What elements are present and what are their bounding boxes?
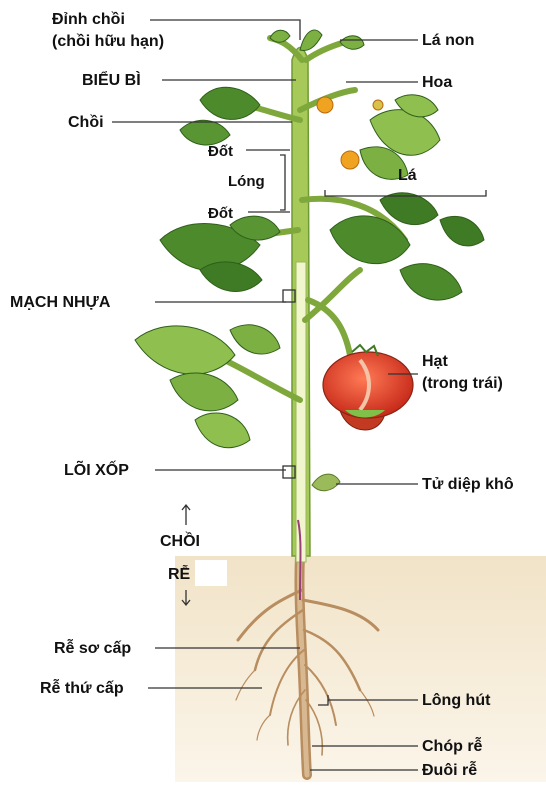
label-internode: Lóng: [228, 172, 265, 191]
label-pith: LÕI XỐP: [64, 461, 129, 480]
label-seed: Hạt: [422, 352, 448, 371]
label-root-cap: Chóp rễ: [422, 737, 482, 756]
label-leaf: Lá: [398, 166, 417, 185]
leaf-upper-left: [200, 87, 260, 119]
label-epidermis: BIỂU BÌ: [82, 71, 141, 90]
label-shoot-region: CHỒI: [160, 532, 200, 551]
main-stem: [292, 48, 310, 601]
soil: [175, 556, 546, 782]
dry-cotyledon: [312, 474, 340, 491]
label-secondary-root: Rễ thứ cấp: [40, 679, 124, 698]
label-shoot-apex-note: (chồi hữu hạn): [52, 32, 164, 51]
label-node-upper: Đốt: [208, 142, 233, 161]
label-seed-note: (trong trái): [422, 374, 503, 393]
label-flower: Hoa: [422, 73, 452, 92]
leaf-lower-left: [135, 326, 235, 374]
label-young-leaf: Lá non: [422, 31, 474, 50]
label-primary-root: Rễ sơ cấp: [54, 639, 131, 658]
label-root-tip: Đuôi rễ: [422, 761, 477, 780]
root-label-background: [195, 560, 227, 586]
label-vascular: MẠCH NHỰA: [10, 293, 110, 312]
leaf-middle-right: [330, 216, 410, 264]
tomato-fruit: [323, 345, 413, 430]
label-root-region: RỄ: [168, 565, 190, 584]
label-shoot-apex: Đỉnh chồi: [52, 10, 125, 29]
label-dry-cotyledon: Tử diệp khô: [422, 475, 514, 494]
label-node-lower: Đốt: [208, 204, 233, 223]
label-root-hair: Lông hút: [422, 691, 490, 710]
label-shoot: Chồi: [68, 113, 104, 132]
